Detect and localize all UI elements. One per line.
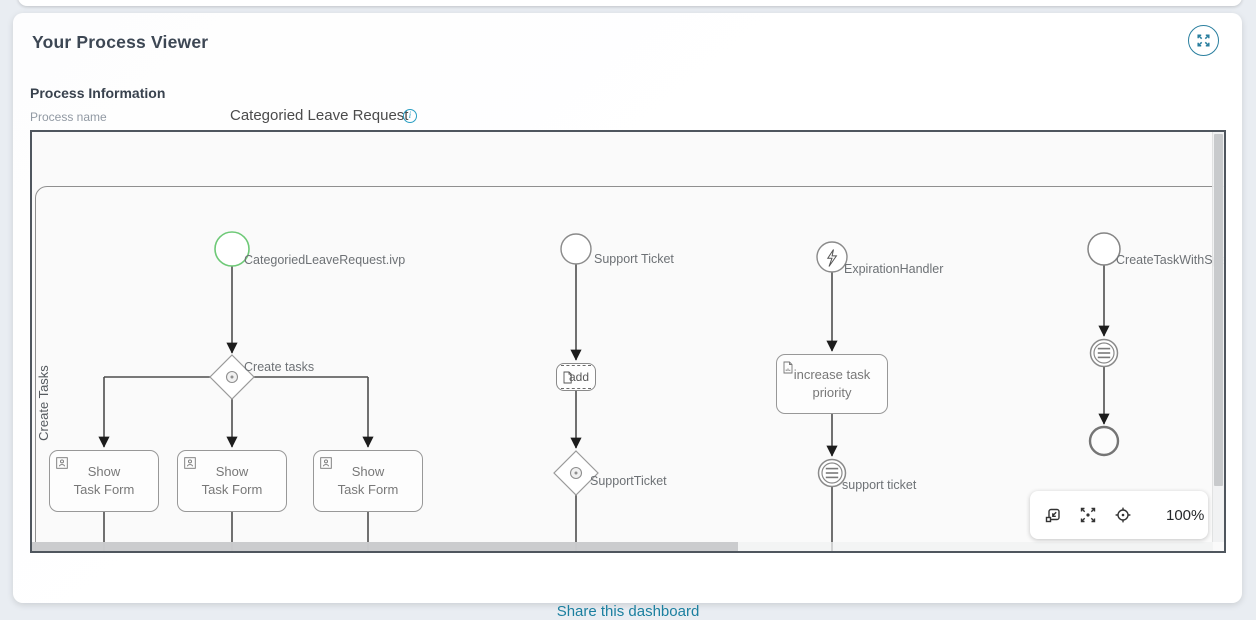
vertical-scrollbar-thumb[interactable] bbox=[1214, 134, 1223, 486]
fit-content-button[interactable] bbox=[1079, 506, 1097, 524]
gateway-create-tasks[interactable] bbox=[209, 354, 255, 400]
user-task-icon bbox=[320, 457, 332, 469]
task-label: increase task priority bbox=[793, 367, 871, 400]
horizontal-scrollbar-thumb[interactable] bbox=[32, 542, 738, 551]
crosshair-icon bbox=[1115, 507, 1131, 523]
end-event[interactable] bbox=[1088, 425, 1120, 457]
process-name-value: Categoried Leave Request bbox=[230, 107, 409, 124]
task-show-task-form-3[interactable]: Show Task Form bbox=[313, 450, 423, 512]
crosshair-button[interactable] bbox=[1114, 506, 1132, 524]
zoom-level-value: 100% bbox=[1166, 506, 1205, 524]
start-event-categoried-leave-request[interactable] bbox=[214, 231, 250, 267]
task-show-task-form-1[interactable]: Show Task Form bbox=[49, 450, 159, 512]
user-task-icon bbox=[184, 457, 196, 469]
task-label: add bbox=[568, 370, 590, 384]
start-event-create-task-with-spec[interactable] bbox=[1087, 232, 1121, 266]
task-show-task-form-2[interactable]: Show Task Form bbox=[177, 450, 287, 512]
start-event-label: Support Ticket bbox=[594, 252, 674, 266]
zoom-controls-panel: 100% bbox=[1030, 491, 1208, 539]
start-event-label: CreateTaskWithSpec bbox=[1116, 253, 1226, 267]
task-increase-priority[interactable]: increase task priority bbox=[776, 354, 888, 414]
expand-button[interactable] bbox=[1188, 25, 1219, 56]
dashed-marker bbox=[561, 388, 591, 389]
task-label: Show Task Form bbox=[73, 464, 135, 497]
fit-viewport-icon bbox=[1045, 508, 1060, 523]
event-label: support ticket bbox=[842, 478, 917, 492]
gateway-label: Create tasks bbox=[244, 360, 315, 374]
intermediate-event-create-task[interactable] bbox=[1089, 338, 1119, 368]
fit-viewport-button[interactable] bbox=[1044, 506, 1062, 524]
process-canvas[interactable]: Create Tasks bbox=[30, 130, 1226, 553]
task-label: Show Task Form bbox=[337, 464, 399, 497]
page-title: Your Process Viewer bbox=[32, 32, 209, 52]
gateway-support-ticket[interactable] bbox=[553, 450, 599, 496]
lightning-icon bbox=[826, 249, 838, 267]
task-label: Show Task Form bbox=[201, 464, 263, 497]
horizontal-scrollbar[interactable] bbox=[32, 542, 1213, 551]
share-dashboard-link[interactable]: Share this dashboard bbox=[556, 603, 700, 620]
start-event-support-ticket[interactable] bbox=[560, 233, 592, 265]
script-task-icon bbox=[563, 371, 572, 383]
task-add[interactable]: add bbox=[556, 363, 596, 391]
user-task-icon bbox=[56, 457, 68, 469]
vertical-scrollbar[interactable] bbox=[1212, 132, 1224, 542]
signal-start-event-expiration-handler[interactable] bbox=[816, 241, 848, 273]
menu-lines-icon bbox=[825, 467, 839, 479]
info-icon[interactable]: i bbox=[403, 109, 417, 123]
process-diagram-svg bbox=[98, 231, 1121, 551]
arrows-out-icon bbox=[1197, 34, 1210, 47]
process-name-label: Process name bbox=[30, 110, 107, 124]
gateway-label: SupportTicket bbox=[590, 474, 667, 488]
process-viewer-card: Your Process Viewer Process Information … bbox=[13, 13, 1242, 603]
pool-lane-frame bbox=[35, 186, 1224, 551]
dashed-marker bbox=[561, 365, 591, 366]
process-information-heading: Process Information bbox=[30, 85, 166, 101]
script-task-icon bbox=[783, 361, 793, 374]
intermediate-event-support-ticket[interactable] bbox=[817, 458, 847, 488]
previous-card-edge bbox=[18, 0, 1242, 6]
menu-lines-icon bbox=[1097, 347, 1111, 359]
start-event-label: ExpirationHandler bbox=[844, 262, 944, 276]
start-event-label: CategoriedLeaveRequest.ivp bbox=[244, 253, 406, 267]
fit-content-icon bbox=[1080, 507, 1096, 523]
